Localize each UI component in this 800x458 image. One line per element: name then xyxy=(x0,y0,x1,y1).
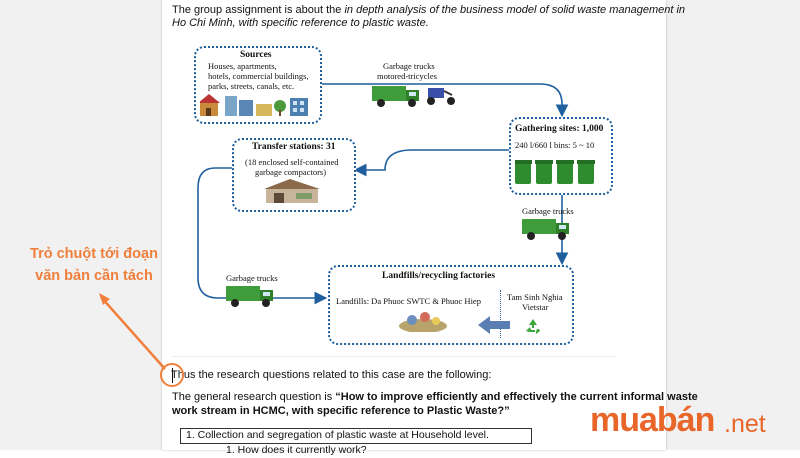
gathering-bins-text: 240 l/660 l bins: 5 ~ 10 xyxy=(515,140,595,150)
figure-separator xyxy=(172,356,616,357)
landfills-divider xyxy=(500,290,501,338)
garbage-truck-icon xyxy=(372,86,419,107)
brand-tld: .net xyxy=(724,410,766,438)
transfer-title: Transfer stations: 31 xyxy=(252,142,336,152)
transfer-line-2: garbage compactors) xyxy=(255,167,327,177)
left-arrow-icon xyxy=(478,316,510,334)
arrow-gathering-to-transfer xyxy=(353,149,509,177)
intro-plain: The group assignment is about the xyxy=(172,4,345,16)
tricycle-icon xyxy=(427,88,455,105)
garbage-truck-icon xyxy=(226,286,273,307)
general-question-line-1[interactable]: The general research question is “How to… xyxy=(172,390,698,405)
recycler-line-2: Vietstar xyxy=(522,302,549,312)
recycler-line-1: Tam Sinh Nghia xyxy=(507,292,563,302)
recycle-icon xyxy=(526,319,540,334)
transfer-stations-box xyxy=(232,138,356,212)
list-item-box xyxy=(180,428,532,444)
sources-buildings-icon xyxy=(200,94,308,116)
trucks-right-label: Garbage trucks xyxy=(522,206,574,216)
trucks-top-label-1: Garbage trucks xyxy=(383,61,435,71)
garbage-bins-icon xyxy=(515,160,595,184)
gathering-title: Gathering sites: 1,000 xyxy=(515,124,604,134)
brand-name: muabán xyxy=(590,401,715,439)
sources-line-1: Houses, apartments, xyxy=(208,61,277,71)
transfer-station-icon xyxy=(264,179,320,203)
transfer-line-1: (18 enclosed self-contained xyxy=(245,157,339,167)
landfills-text: Landfills: Da Phuoc SWTC & Phuoc Hiep xyxy=(336,296,481,306)
intro-line-2[interactable]: Ho Chi Minh, with specific reference to … xyxy=(172,17,429,29)
sources-title: Sources xyxy=(240,50,272,60)
general-question-plain: The general research question is xyxy=(172,391,336,403)
trucks-top-label-2: motored-tricycles xyxy=(377,71,437,81)
hint-line-2: văn bản cần tách xyxy=(35,268,153,284)
list-item-1[interactable]: 1. Collection and segregation of plastic… xyxy=(186,429,489,441)
cursor-paragraph[interactable]: Thus the research questions related to t… xyxy=(171,369,492,381)
left-gutter xyxy=(0,0,162,450)
intro-italic-1: in depth analysis of the business model … xyxy=(344,4,686,16)
sources-line-3: parks, streets, canals, etc. xyxy=(208,81,295,91)
landfill-icon xyxy=(399,312,447,332)
arrow-transfer-to-landfill xyxy=(197,167,328,305)
right-gutter xyxy=(666,0,800,450)
text-cursor xyxy=(172,368,173,383)
landfills-title: Landfills/recycling factories xyxy=(382,271,496,281)
general-question-bold-1: “How to improve efficiently and effectiv… xyxy=(335,391,698,403)
garbage-truck-icon xyxy=(522,219,569,240)
sources-line-2: hotels, commercial buildings, xyxy=(208,71,309,81)
hint-line-1: Trỏ chuột tới đoạn xyxy=(30,246,158,262)
trucks-left-label: Garbage trucks xyxy=(226,273,278,283)
arrow-sources-to-gathering xyxy=(320,83,569,118)
general-question-line-2[interactable]: work stream in HCMC, with specific refer… xyxy=(172,405,510,417)
intro-line-1[interactable]: The group assignment is about the in dep… xyxy=(172,3,685,18)
brand-logo: muabán .net xyxy=(590,401,790,450)
